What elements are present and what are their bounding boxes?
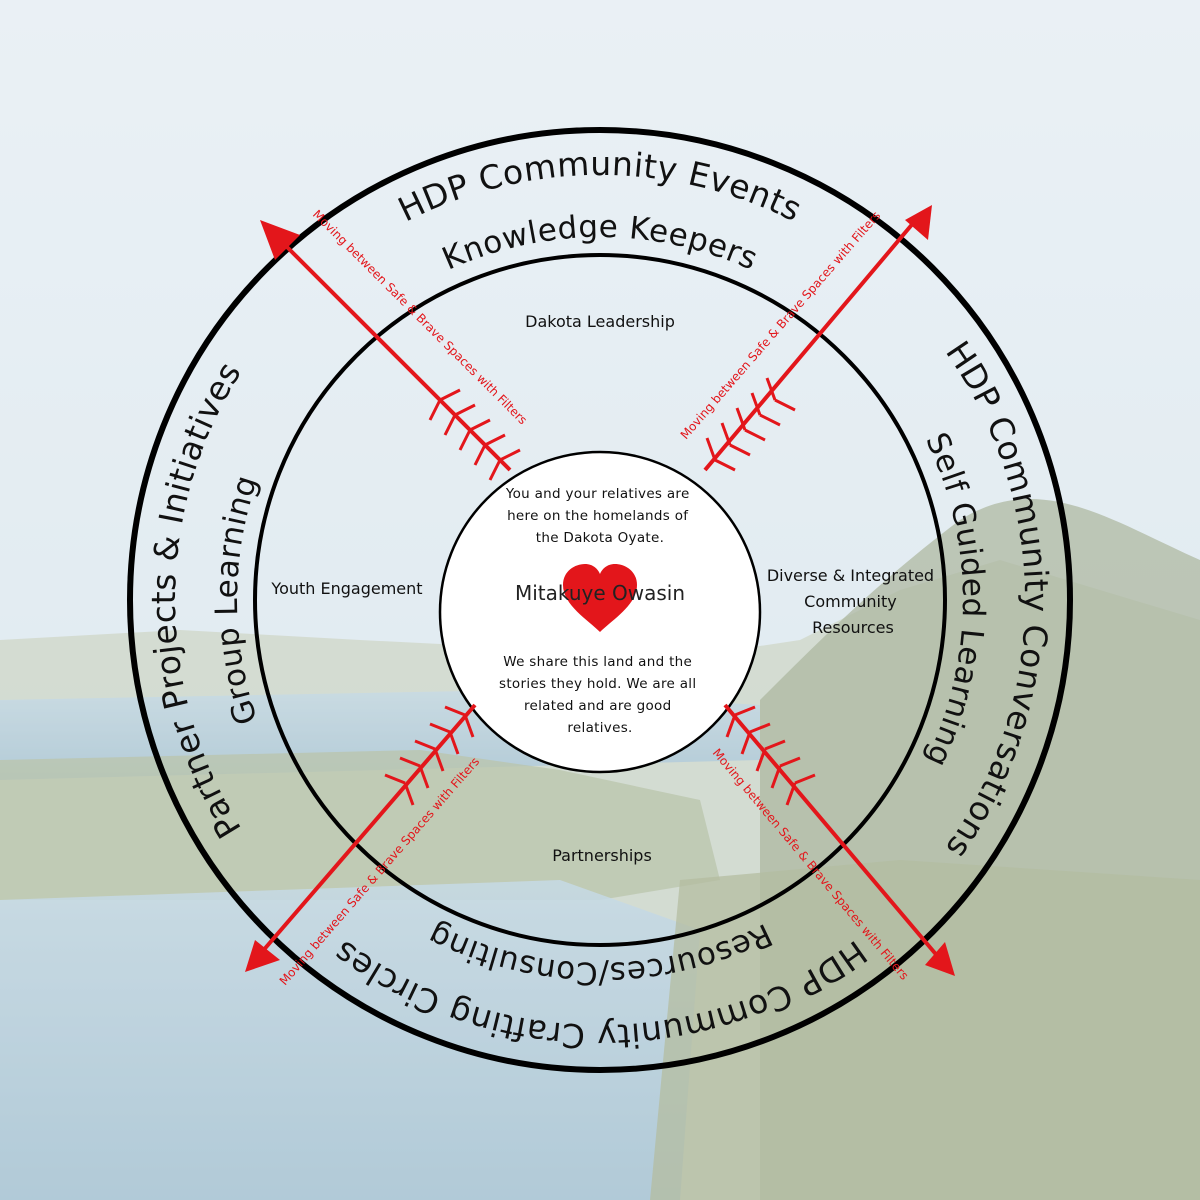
inner-ring [253, 253, 947, 947]
outer-ring [127, 127, 1073, 1073]
arrow-lower-right [723, 703, 955, 976]
arrow-upper-left [260, 220, 521, 481]
center-title: Mitakuye Owasin [515, 581, 685, 605]
heart-icon [563, 564, 637, 632]
zone-left-label: Youth Engagement [270, 579, 422, 598]
zone-bottom-label: Partnerships [552, 846, 652, 865]
zone-right-label: Diverse & Integrated Community Resources [767, 566, 939, 637]
arrow-lower-left [245, 703, 477, 972]
zone-top-label: Dakota Leadership [525, 312, 675, 331]
center-bottom-text: We share this land and the stories they … [499, 654, 701, 736]
center-top-text: You and your relatives are here on the h… [505, 486, 694, 546]
arrows [245, 205, 955, 976]
arrow-upper-right [703, 205, 932, 472]
